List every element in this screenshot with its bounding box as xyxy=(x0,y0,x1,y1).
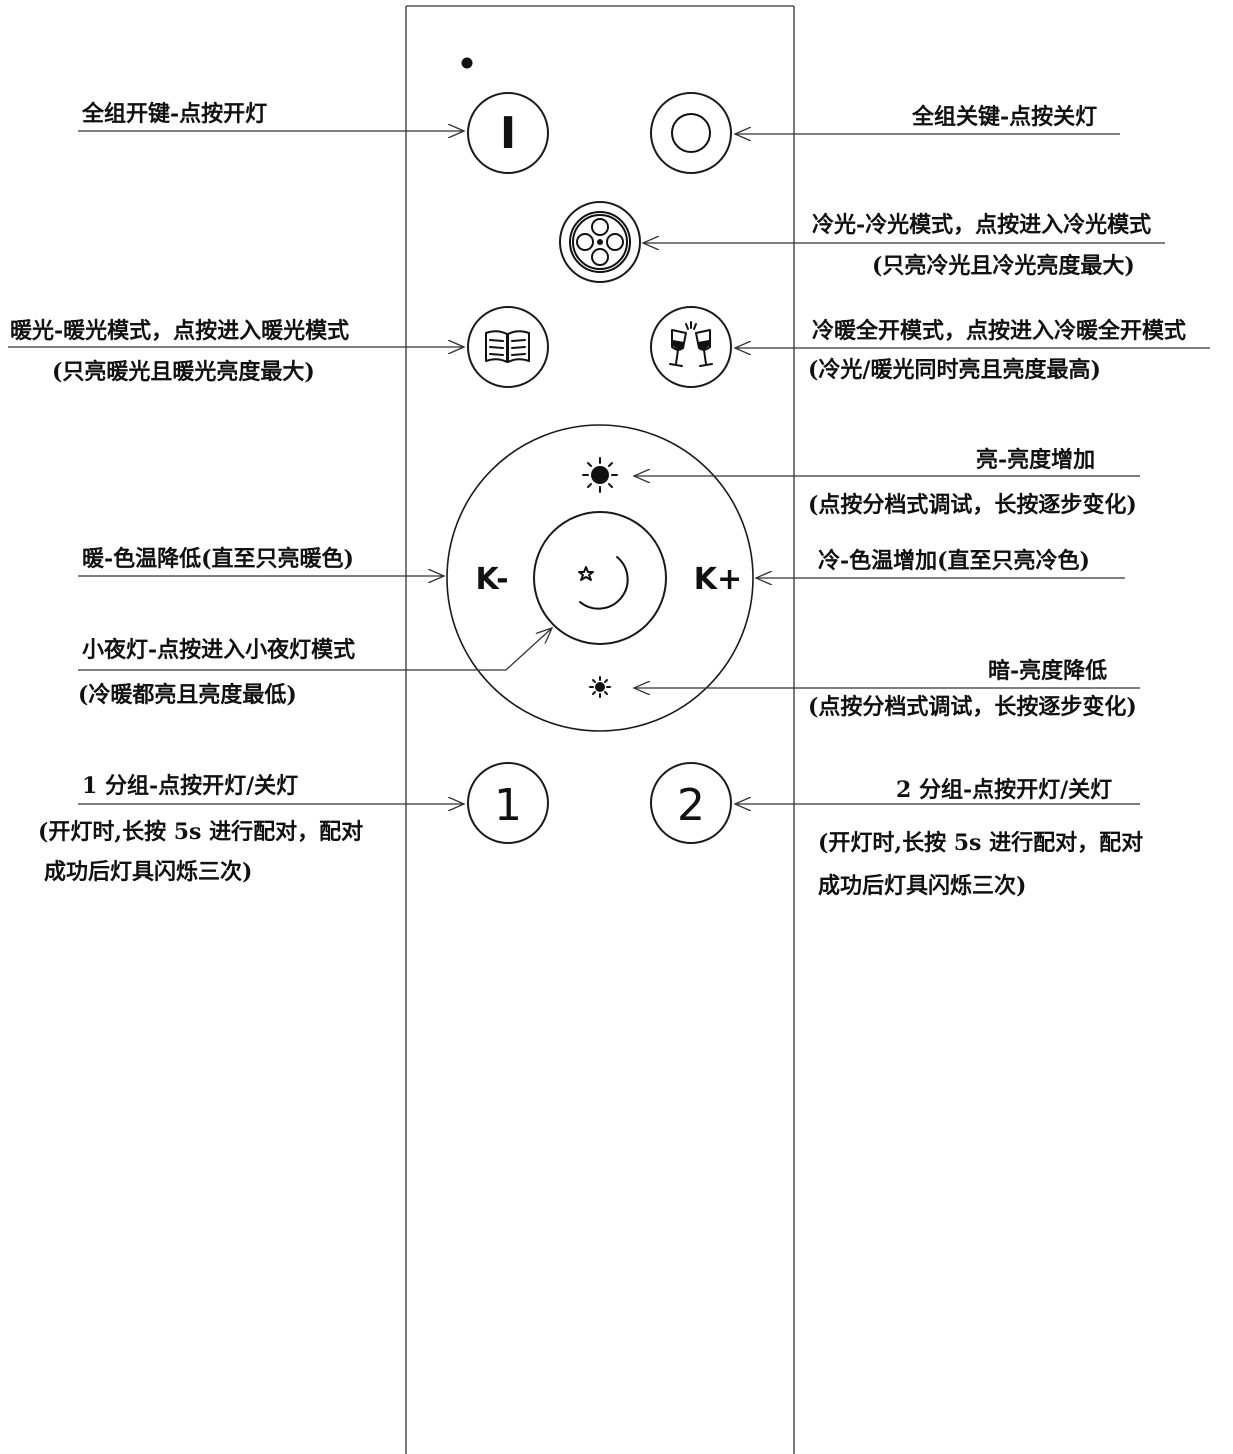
annotation-line: 冷-色温增加(直至只亮冷色) xyxy=(818,548,1090,574)
full-mode-button[interactable] xyxy=(650,306,732,388)
annotation-line: 1 分组-点按开灯/关灯 xyxy=(82,773,298,799)
annotation-line: 成功后灯具闪烁三次) xyxy=(818,873,1026,899)
kelvin-up-button[interactable]: K+ xyxy=(694,562,742,597)
annotation-line: (开灯时,长按 5s 进行配对，配对 xyxy=(818,830,1143,856)
annotation-line: (只亮暖光且暖光亮度最大) xyxy=(52,359,315,385)
annotation-line: (冷暖都亮且亮度最低) xyxy=(78,682,297,708)
moon-star-icon xyxy=(578,556,629,610)
all-on-button[interactable]: I xyxy=(467,92,549,174)
annotation-all-on: 全组开键-点按开灯 xyxy=(81,101,267,127)
annotation-line: 成功后灯具闪烁三次) xyxy=(44,859,252,885)
annotation-line: 暖-色温降低(直至只亮暖色) xyxy=(82,546,354,572)
annotation-dimmer: 暗-亮度降低 (点按分档式调试，长按逐步变化) xyxy=(808,658,1137,720)
annotation-line: (点按分档式调试，长按逐步变化) xyxy=(808,492,1137,518)
film-reel-icon xyxy=(569,211,631,273)
warm-mode-button[interactable] xyxy=(467,306,549,388)
sun-small-icon xyxy=(589,676,611,698)
annotation-brighter: 亮-亮度增加 (点按分档式调试，长按逐步变化) xyxy=(808,447,1137,518)
remote-body xyxy=(405,5,795,1454)
champagne-glasses-icon xyxy=(669,321,713,367)
annotation-kelvin-down: 暖-色温降低(直至只亮暖色) xyxy=(82,546,354,572)
leader-lines xyxy=(8,131,1210,804)
annotation-group-1: 1 分组-点按开灯/关灯 (开灯时,长按 5s 进行配对，配对 成功后灯具闪烁三… xyxy=(38,773,363,885)
annotation-line: 全组关键-点按关灯 xyxy=(911,104,1097,130)
cool-mode-button[interactable] xyxy=(559,201,641,283)
sun-large-icon xyxy=(582,457,618,493)
annotation-line: 冷光-冷光模式，点按进入冷光模式 xyxy=(812,212,1151,238)
all-on-symbol: I xyxy=(500,108,516,159)
annotation-line: 2 分组-点按开灯/关灯 xyxy=(896,777,1112,803)
indicator-led xyxy=(461,57,473,69)
annotation-line: (开灯时,长按 5s 进行配对，配对 xyxy=(38,819,363,845)
annotation-all-off: 全组关键-点按关灯 xyxy=(911,104,1097,130)
group-1-label: 1 xyxy=(494,780,522,831)
annotation-cool-mode: 冷光-冷光模式，点按进入冷光模式 (只亮冷光且冷光亮度最大) xyxy=(812,212,1151,279)
annotation-full-mode: 冷暖全开模式，点按进入冷暖全开模式 (冷光/暖光同时亮且亮度最高) xyxy=(808,318,1186,383)
group-2-button[interactable]: 2 xyxy=(650,762,732,844)
all-off-button[interactable] xyxy=(650,92,732,174)
dimmer-button[interactable] xyxy=(584,670,616,702)
kelvin-up-label: K+ xyxy=(694,562,742,597)
power-off-icon xyxy=(671,113,711,153)
group-1-button[interactable]: 1 xyxy=(467,762,549,844)
annotation-line: 亮-亮度增加 xyxy=(976,447,1095,473)
annotation-line: (冷光/暖光同时亮且亮度最高) xyxy=(808,357,1101,383)
annotation-line: (只亮冷光且冷光亮度最大) xyxy=(872,253,1135,279)
group-2-label: 2 xyxy=(677,780,705,831)
book-icon xyxy=(485,330,530,363)
annotation-line: 暖光-暖光模式，点按进入暖光模式 xyxy=(10,318,349,344)
annotation-line: 暗-亮度降低 xyxy=(988,658,1107,684)
brighter-button[interactable] xyxy=(574,450,626,502)
annotation-line: 全组开键-点按开灯 xyxy=(81,101,267,127)
kelvin-down-label: K- xyxy=(475,562,508,597)
night-light-button[interactable] xyxy=(533,511,667,645)
annotation-line: 小夜灯-点按进入小夜灯模式 xyxy=(82,637,355,663)
annotation-group-2: 2 分组-点按开灯/关灯 (开灯时,长按 5s 进行配对，配对 成功后灯具闪烁三… xyxy=(818,777,1143,899)
annotation-line: 冷暖全开模式，点按进入冷暖全开模式 xyxy=(812,318,1186,344)
annotation-warm-mode: 暖光-暖光模式，点按进入暖光模式 (只亮暖光且暖光亮度最大) xyxy=(10,318,349,385)
annotation-line: (点按分档式调试，长按逐步变化) xyxy=(808,694,1137,720)
kelvin-down-button[interactable]: K- xyxy=(475,562,508,597)
annotation-night: 小夜灯-点按进入小夜灯模式 (冷暖都亮且亮度最低) xyxy=(78,637,355,708)
annotation-kelvin-up: 冷-色温增加(直至只亮冷色) xyxy=(818,548,1090,574)
